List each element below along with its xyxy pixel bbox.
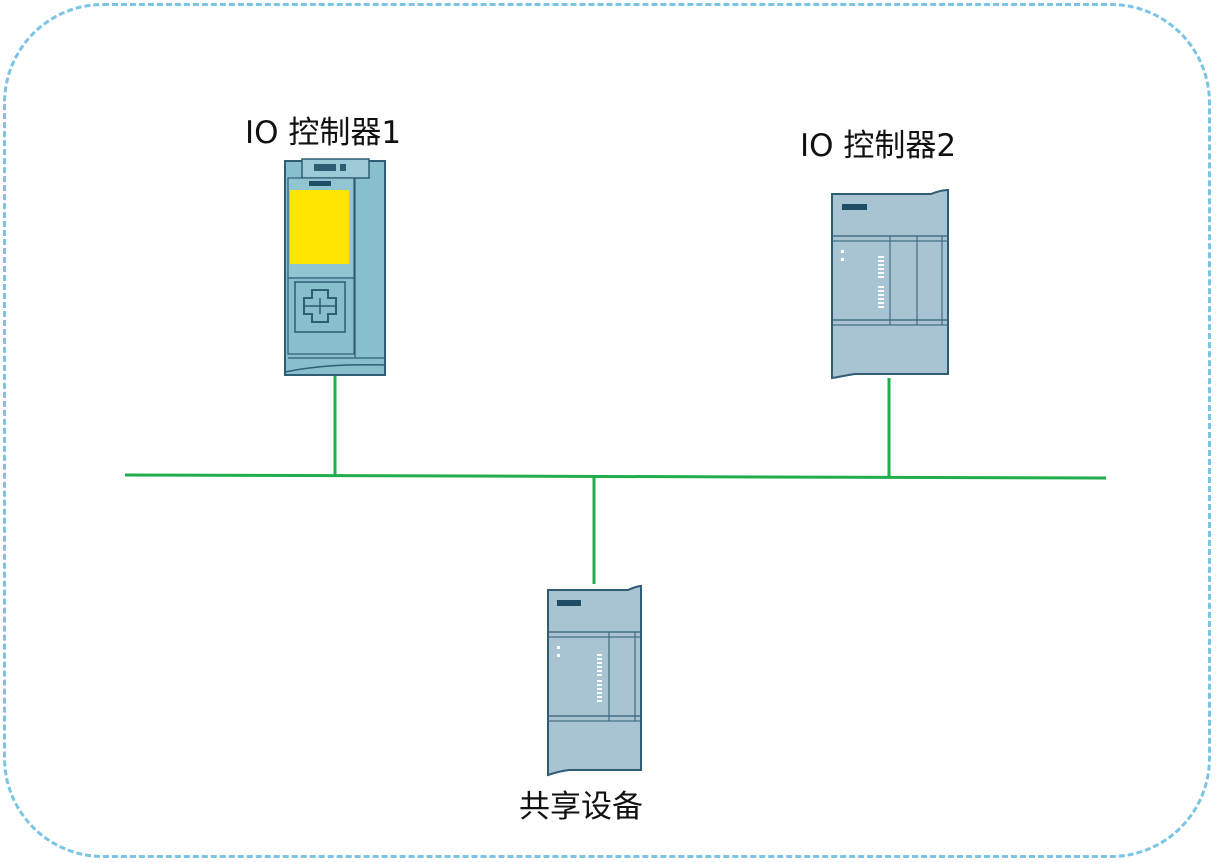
bus-line bbox=[124, 473, 1107, 480]
shared-device-label: 共享设备 bbox=[519, 789, 643, 825]
cpu-icon bbox=[284, 158, 386, 376]
controller2-label: IO 控制器2 bbox=[800, 128, 957, 164]
profinet-bus bbox=[124, 376, 1107, 584]
network-boundary-frame bbox=[3, 3, 1211, 858]
io-device-icon bbox=[547, 584, 642, 777]
io-device-icon bbox=[831, 188, 949, 380]
controller1-label: IO 控制器1 bbox=[245, 115, 402, 151]
